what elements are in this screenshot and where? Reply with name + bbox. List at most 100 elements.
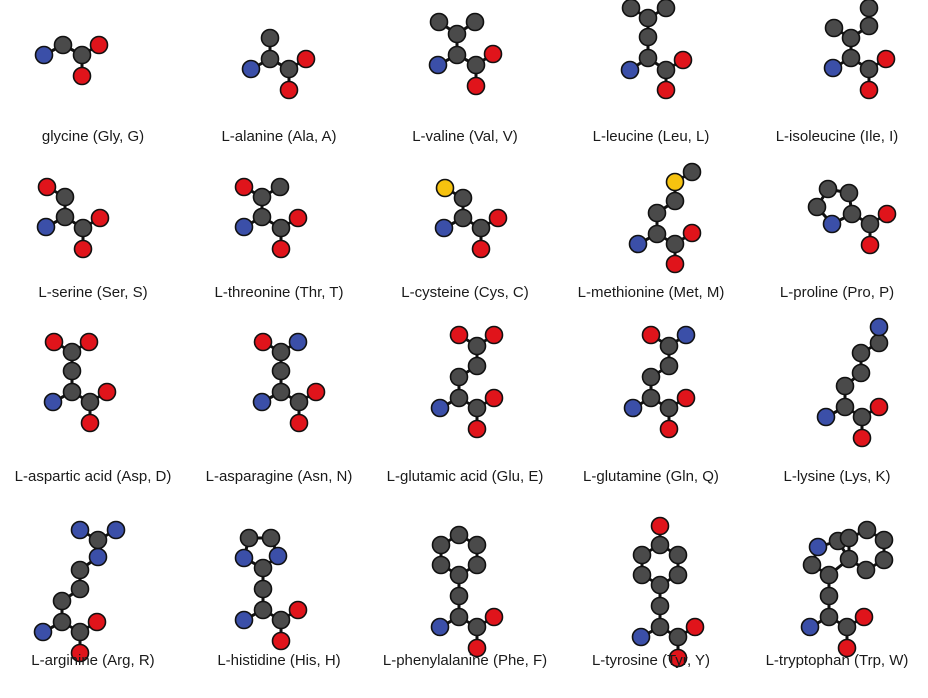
carbon-atom [857, 520, 877, 540]
molecule-diagram [234, 177, 308, 259]
molecule-diagram [623, 325, 696, 439]
carbon-atom [467, 617, 487, 637]
carbon-atom [467, 535, 487, 555]
carbon-atom [431, 535, 451, 555]
carbon-atom [453, 188, 473, 208]
nitrogen-atom [268, 546, 288, 566]
carbon-atom [842, 204, 862, 224]
oxygen-atom [876, 49, 896, 69]
carbon-atom [73, 218, 93, 238]
carbon-atom [467, 356, 487, 376]
carbon-atom [466, 55, 486, 75]
carbon-atom [289, 392, 309, 412]
carbon-atom [818, 179, 838, 199]
carbon-atom [253, 600, 273, 620]
molecule-label: L-tryptophan (Trp, W) [765, 652, 909, 669]
carbon-atom [856, 560, 876, 580]
carbon-atom [860, 214, 880, 234]
carbon-atom [819, 565, 839, 585]
oxygen-atom [641, 325, 661, 345]
carbon-atom [647, 224, 667, 244]
carbon-atom [859, 0, 879, 18]
molecule-diagram [33, 520, 126, 663]
molecule-label: L-leucine (Leu, L) [592, 128, 710, 145]
molecule-label: L-lysine (Lys, K) [783, 468, 891, 485]
molecule-label: L-threonine (Thr, T) [214, 284, 344, 301]
molecule-l-aspartic-acid: L-aspartic acid (Asp, D) [0, 332, 186, 515]
carbon-atom [874, 530, 894, 550]
molecule-label: L-proline (Pro, P) [779, 284, 895, 301]
nitrogen-atom [252, 392, 272, 412]
molecule-label: glycine (Gly, G) [41, 128, 145, 145]
nitrogen-atom [623, 398, 643, 418]
molecule-diagram [43, 332, 117, 433]
carbon-atom [449, 525, 469, 545]
molecule-diagram [252, 332, 326, 433]
molecule-diagram [800, 520, 894, 658]
carbon-atom [55, 207, 75, 227]
carbon-atom [802, 555, 822, 575]
nitrogen-atom [88, 547, 108, 567]
oxygen-atom [87, 612, 107, 632]
carbon-atom [807, 197, 827, 217]
oxygen-atom [837, 638, 857, 658]
oxygen-atom [89, 35, 109, 55]
carbon-atom [835, 397, 855, 417]
nitrogen-atom [428, 55, 448, 75]
oxygen-atom [484, 325, 504, 345]
nitrogen-atom [869, 317, 889, 337]
molecule-label: L-histidine (His, H) [217, 652, 341, 669]
molecule-label: L-alanine (Ala, A) [221, 128, 337, 145]
molecule-diagram [807, 179, 897, 255]
molecule-diagram [34, 35, 109, 86]
carbon-atom [650, 617, 670, 637]
carbon-atom [449, 607, 469, 627]
oxygen-atom [44, 332, 64, 352]
carbon-atom [467, 555, 487, 575]
molecule-l-asparagine: L-asparagine (Asn, N) [186, 332, 372, 515]
carbon-atom [80, 392, 100, 412]
carbon-atom [70, 560, 90, 580]
carbon-atom [239, 528, 259, 548]
oxygen-atom [449, 325, 469, 345]
carbon-atom [260, 28, 280, 48]
oxygen-atom [682, 223, 702, 243]
nitrogen-atom [106, 520, 126, 540]
oxygen-atom [466, 76, 486, 96]
carbon-atom [253, 558, 273, 578]
carbon-atom [656, 60, 676, 80]
carbon-atom [471, 218, 491, 238]
nitrogen-atom [234, 610, 254, 630]
carbon-atom [52, 612, 72, 632]
carbon-atom [874, 550, 894, 570]
molecule-label: L-valine (Val, V) [412, 128, 518, 145]
molecule-l-arginine: L-arginine (Arg, R) [0, 518, 186, 693]
nitrogen-atom [430, 398, 450, 418]
molecule-glycine: glycine (Gly, G) [0, 0, 186, 175]
molecule-label: L-methionine (Met, M) [577, 284, 725, 301]
carbon-atom [682, 162, 702, 182]
carbon-atom [632, 545, 652, 565]
oxygen-atom [37, 177, 57, 197]
carbon-atom [859, 59, 879, 79]
oxygen-atom [488, 208, 508, 228]
nitrogen-atom [620, 60, 640, 80]
carbon-atom [449, 367, 469, 387]
nitrogen-atom [823, 58, 843, 78]
molecule-label: L-aspartic acid (Asp, D) [14, 468, 172, 485]
molecule-diagram [434, 178, 508, 259]
carbon-atom [453, 208, 473, 228]
carbon-atom [449, 388, 469, 408]
carbon-atom [839, 528, 859, 548]
oxygen-atom [72, 66, 92, 86]
molecule-l-histidine: L-histidine (His, H) [186, 518, 372, 693]
carbon-atom [650, 535, 670, 555]
carbon-atom [659, 356, 679, 376]
oxygen-atom [859, 80, 879, 100]
molecule-label: L-glutamine (Gln, Q) [583, 468, 719, 485]
nitrogen-atom [676, 325, 696, 345]
nitrogen-atom [808, 537, 828, 557]
carbon-atom [467, 398, 487, 418]
oxygen-atom [80, 413, 100, 433]
oxygen-atom [306, 382, 326, 402]
